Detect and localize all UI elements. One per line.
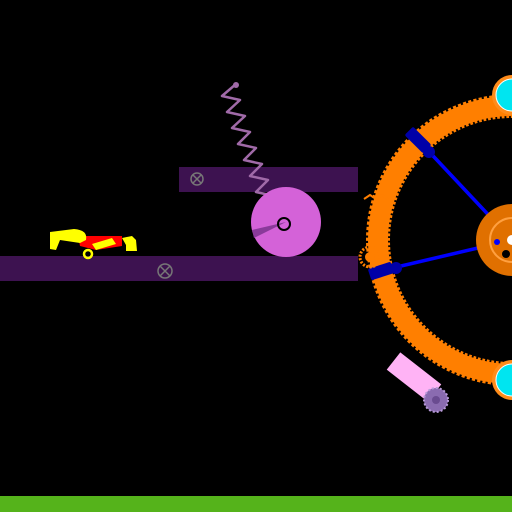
upper-platform-x-bolt-icon (190, 172, 204, 186)
lower-platform-x-bolt-icon (157, 263, 173, 279)
rider-foot (82, 248, 94, 260)
rim-notch (363, 193, 389, 201)
corner-node-top[interactable] (492, 75, 512, 115)
caped-rider-icon[interactable] (50, 229, 137, 260)
rider-body (50, 229, 87, 250)
ball-axle-ring-icon (277, 217, 291, 231)
pink-ball[interactable] (251, 187, 321, 257)
piston-lower (368, 262, 402, 280)
wheel-hub (476, 204, 512, 276)
pink-block[interactable] (386, 352, 442, 402)
lower-platform[interactable] (0, 256, 358, 281)
big-wheel[interactable] (358, 94, 512, 386)
rider-hand (122, 236, 137, 251)
spring-anchor (233, 82, 239, 88)
piston-upper (405, 127, 435, 158)
small-purple-gear[interactable] (423, 387, 449, 413)
wheel-rim (368, 96, 512, 384)
ground-strip (0, 496, 512, 512)
small-orange-gear (358, 245, 382, 269)
rider-leg (92, 238, 116, 250)
corner-node-bottom[interactable] (492, 360, 512, 400)
